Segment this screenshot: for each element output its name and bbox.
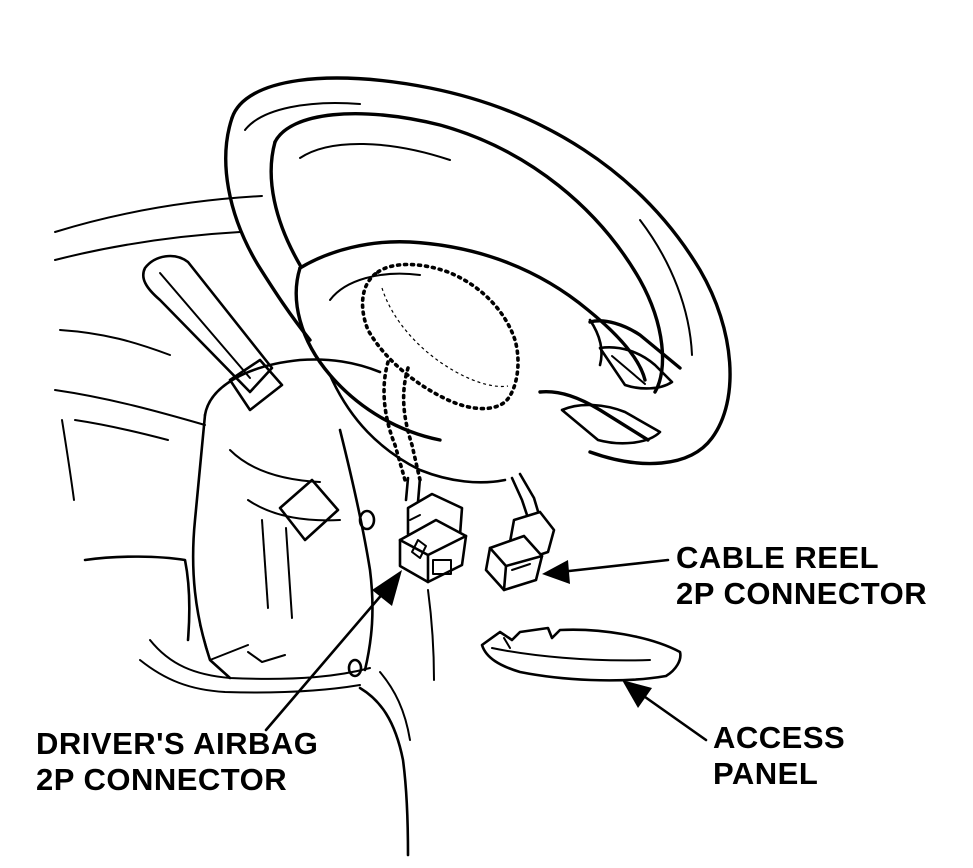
airbag-arrowhead [372, 570, 402, 606]
access-panel-label-line2: PANEL [713, 756, 818, 791]
airbag-module-hidden [360, 262, 520, 482]
airbag-leader-line [264, 583, 392, 732]
column-cover [191, 358, 382, 680]
airbag-label-line1: DRIVER'S AIRBAG [36, 726, 318, 761]
cable-reel-label-line2: 2P CONNECTOR [676, 576, 927, 611]
access-panel-arrowhead [622, 680, 652, 708]
cable-reel-label-line1: CABLE REEL [676, 540, 879, 575]
mount-hole-lower [347, 658, 363, 678]
cable-reel-leader-line [558, 558, 670, 574]
labels: CABLE REEL 2P CONNECTOR DRIVER'S AIRBAG … [36, 540, 927, 797]
airbag-label-line2: 2P CONNECTOR [36, 762, 287, 797]
steering-wheel [224, 76, 732, 484]
cable-reel-arrowhead [542, 560, 570, 584]
mount-hole [358, 509, 376, 531]
leader-arrows [264, 558, 708, 742]
access-panel-leader-line [636, 690, 708, 742]
access-panel [480, 626, 682, 682]
combination-switch-lever [141, 254, 284, 412]
access-panel-label-line1: ACCESS [713, 720, 845, 755]
cable-reel-connector [484, 472, 556, 592]
driver-airbag-connector [398, 476, 468, 584]
